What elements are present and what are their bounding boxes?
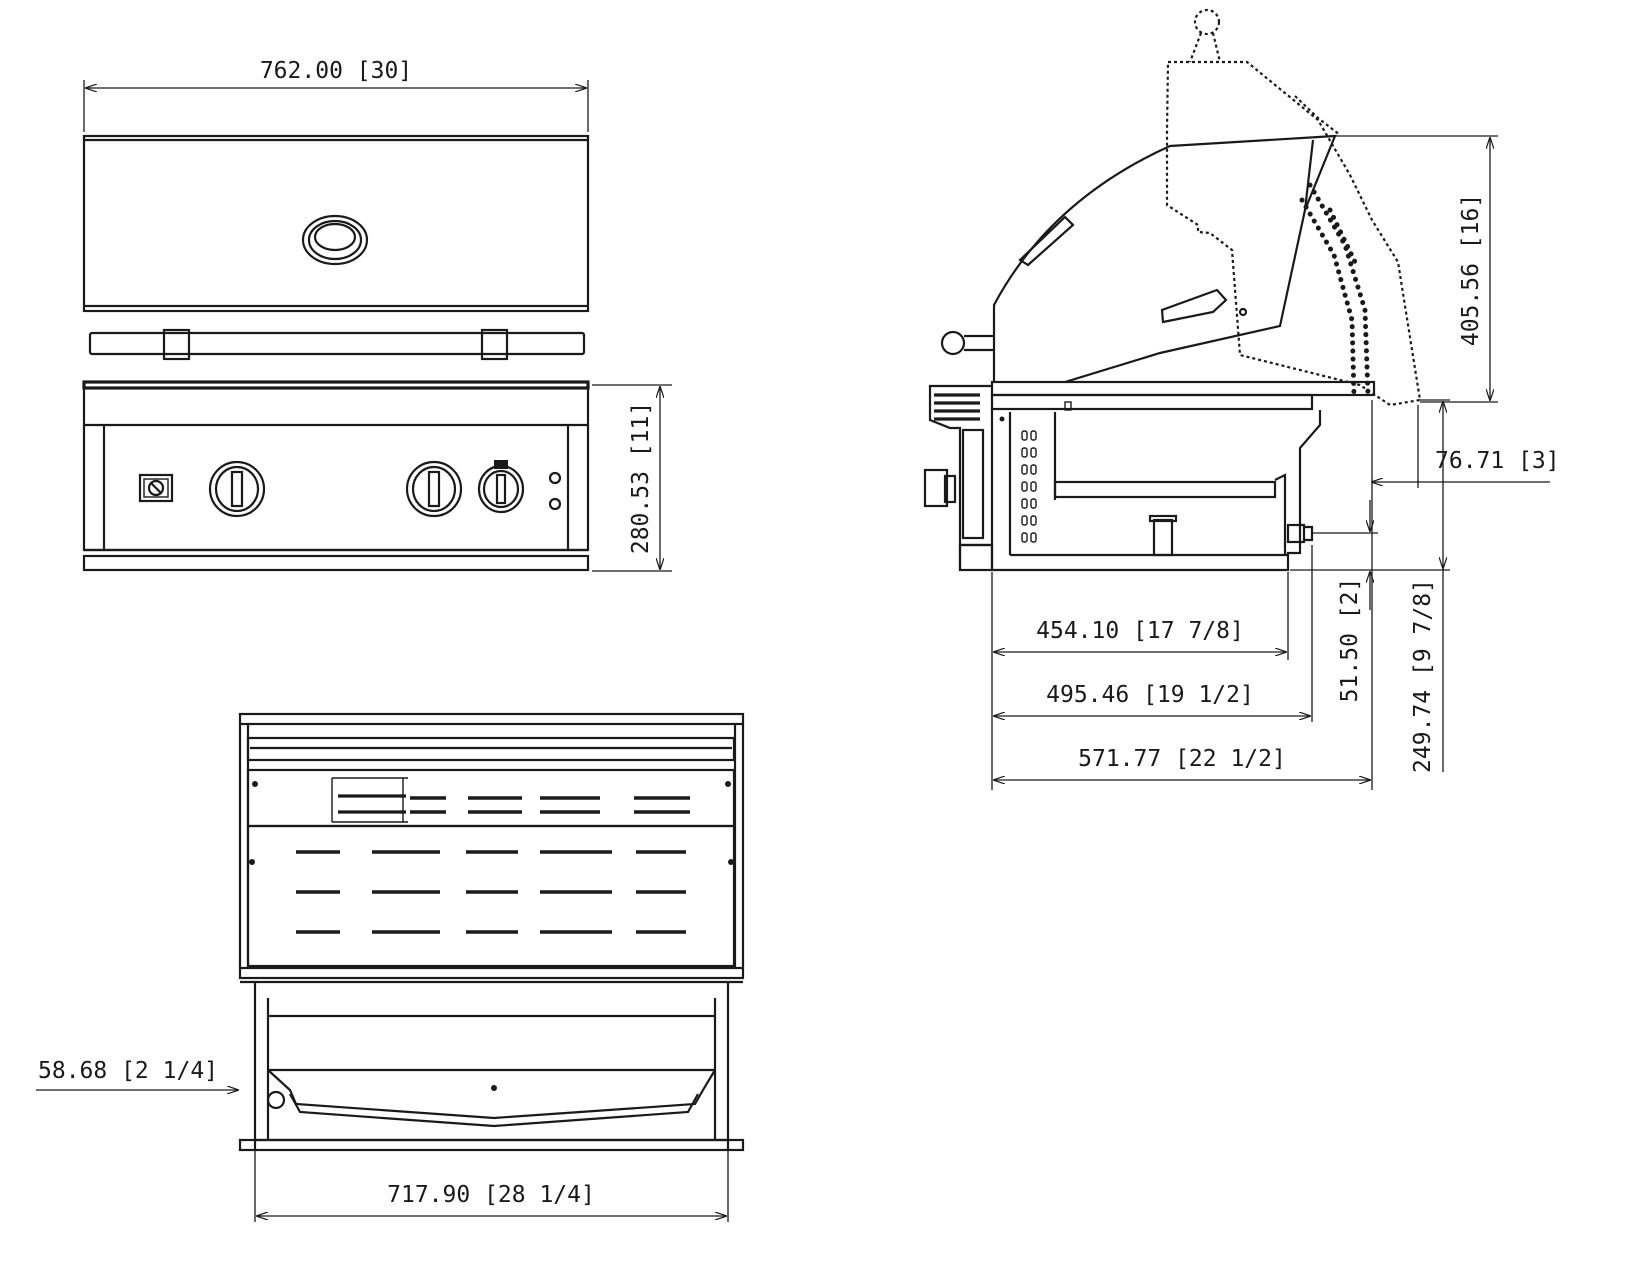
hood-closed-position [940,134,1337,384]
grill-body-side [990,380,1376,572]
panel-screws [249,781,734,865]
depth-to-gas-inlet-label: 495.46 [19 1/2] [1046,682,1254,708]
control-panel-top [238,982,745,1152]
rear-bar [246,736,736,762]
body-depth-label: 454.10 [17 7/8] [1036,618,1244,644]
dim-rear-offset: 76.71 [3] [1372,400,1560,790]
control-panel-side [923,384,1005,572]
inner-width-label: 717.90 [28 1/4] [387,1182,595,1208]
dim-cutout-height: 249.74 [9 7/8] [1410,399,1450,773]
grate-area [246,824,736,968]
dim-hood-height: 405.56 [16] [1335,135,1498,403]
dim-gas-inlet-height: 51.50 [2] [1290,500,1450,702]
cutout-height-label: 249.74 [9 7/8] [1410,579,1436,773]
dim-side-offset: 58.68 [2 1/4] [36,1058,238,1090]
gas-inlet-height-label: 51.50 [2] [1337,578,1363,703]
light-button-icon [548,471,562,511]
burner-knob-icon [405,460,463,518]
ignition-knob-icon [477,460,525,514]
rear-lip [238,712,745,726]
front-view: 762.00 [30] 280.53 [11] [82,58,672,572]
hood-handle [88,328,586,361]
hood-front [82,134,590,313]
dim-body-depth: 454.10 [17 7/8] [991,572,1289,790]
rear-vent-slots [410,796,690,814]
side-view: 405.56 [16] 76.71 [3] 51.50 [2] 249.74 [… [923,8,1560,790]
hood-open-position [1165,8,1422,407]
top-view: 58.68 [2 1/4] 717.90 [28 1/4] [36,712,745,1222]
dim-overall-width: 762.00 [30] [83,58,589,132]
hood-logo-badge [301,214,369,266]
side-vent-slots [1021,430,1037,543]
burner-knob-icon [208,460,266,518]
dim-inner-width: 717.90 [28 1/4] [254,1150,729,1222]
front-lip [238,966,745,980]
dim-overall-depth: 571.77 [22 1/2] [994,746,1370,780]
rotisserie-burner [331,777,408,823]
overall-width-label: 762.00 [30] [260,58,412,84]
rotisserie-burner-switch-icon [138,473,174,503]
side-offset-label: 58.68 [2 1/4] [38,1058,218,1084]
dim-depth-to-gas-inlet: 495.46 [19 1/2] [994,545,1313,722]
grate-slots [296,850,686,934]
rear-offset-label: 76.71 [3] [1435,448,1560,474]
overall-depth-label: 571.77 [22 1/2] [1078,746,1286,772]
control-panel-height-label: 280.53 [11] [628,402,654,554]
hood-height-label: 405.56 [16] [1458,194,1484,346]
dim-control-panel-height: 280.53 [11] [592,384,672,572]
